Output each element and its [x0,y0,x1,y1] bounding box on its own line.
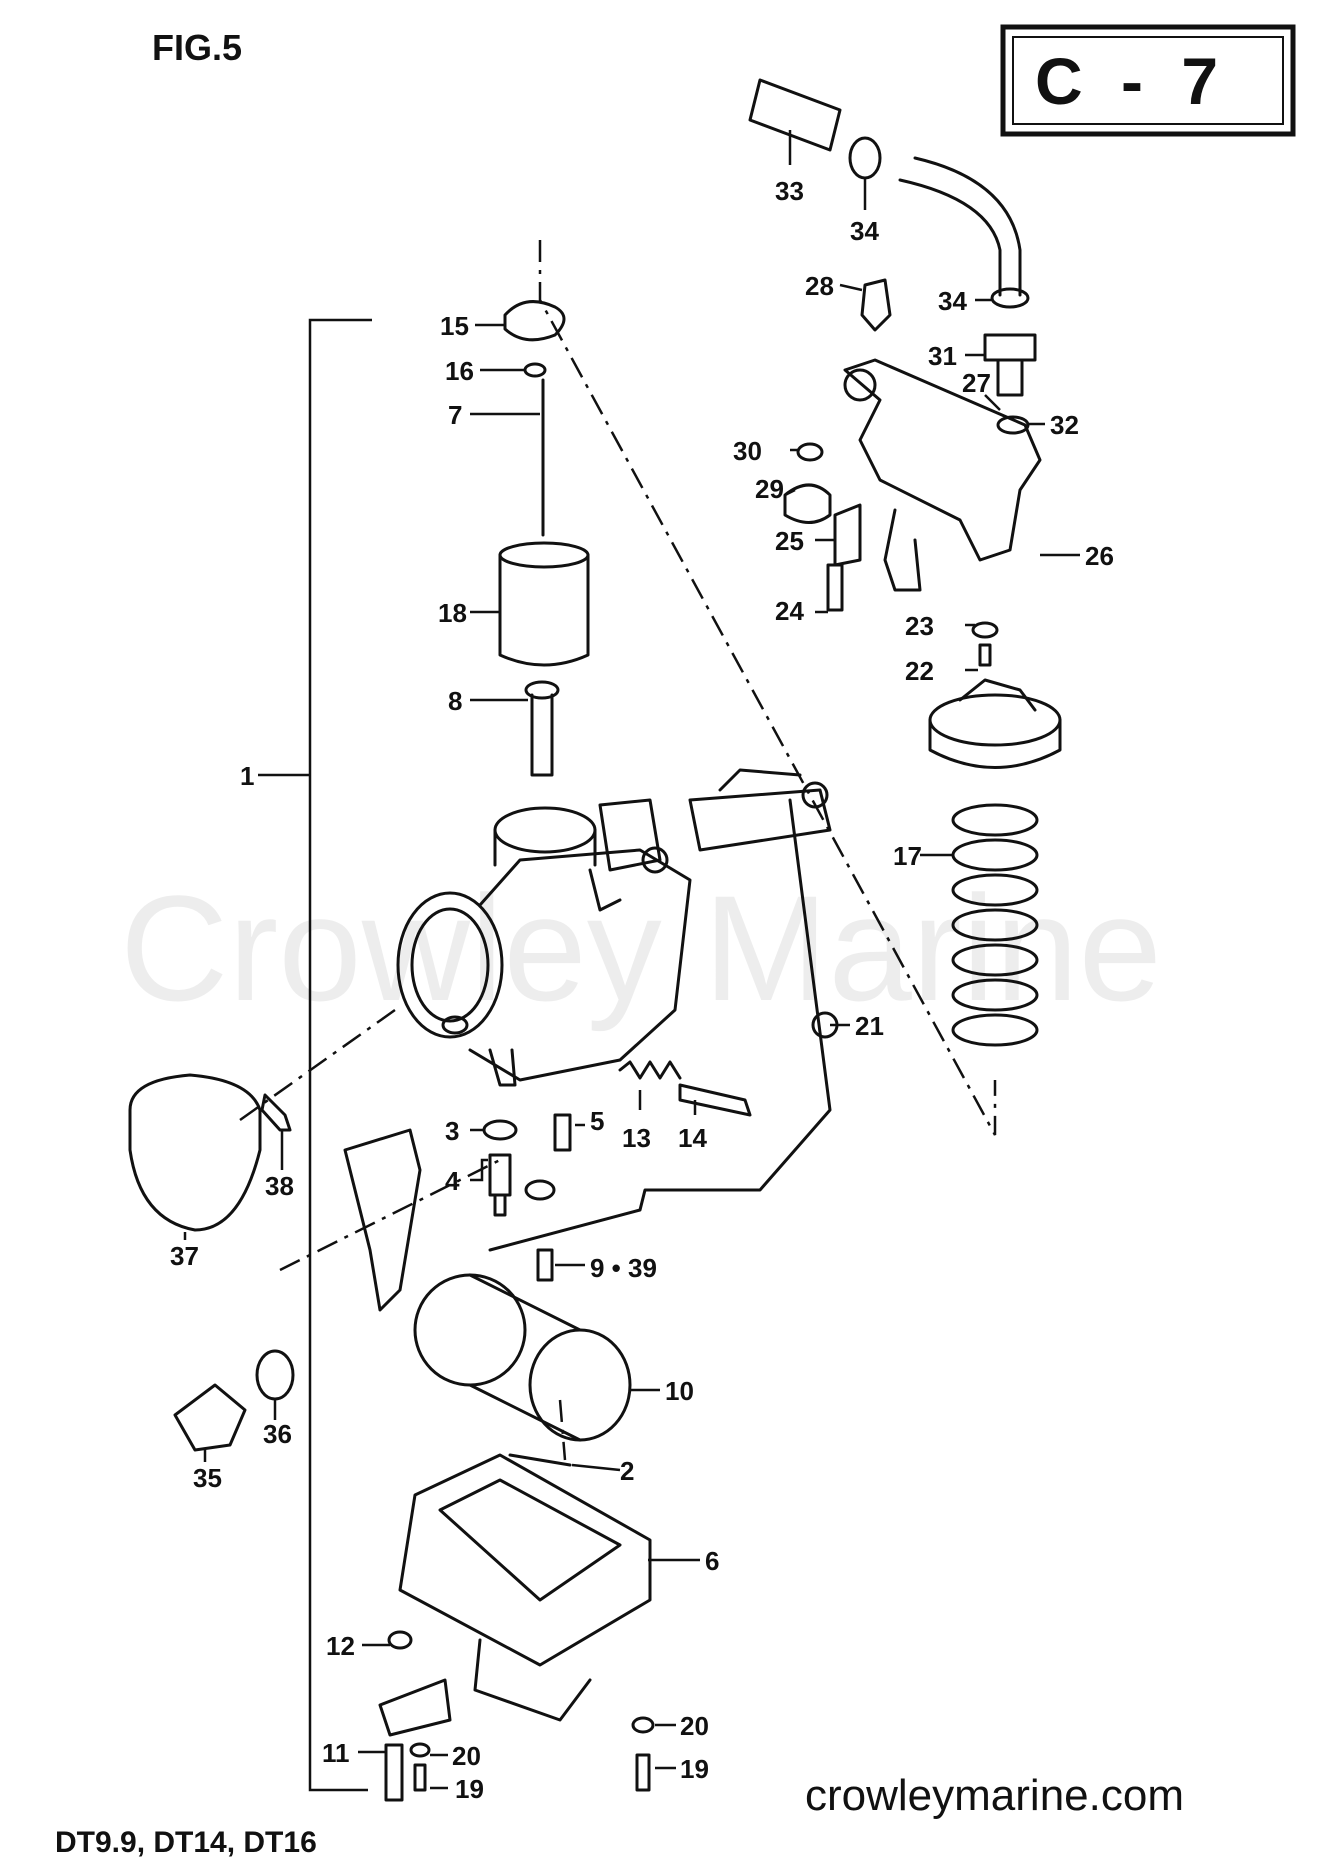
mixing-chamber-top-part [928,678,1062,769]
callout-3: 3 [445,1116,459,1146]
callout-20-right: 20 [680,1711,709,1741]
parts-artwork [128,78,1062,1802]
watermark-text: Crowley Marine [120,864,1162,1032]
bolt-part [983,333,1037,397]
callout-15: 15 [440,311,469,341]
float-pin-screw-part [536,1248,554,1282]
callout-23: 23 [905,611,934,641]
model-list: DT9.9, DT14, DT16 [55,1826,317,1859]
idle-spring-part [618,1060,682,1080]
callout-11: 11 [322,1738,350,1768]
callout-2: 2 [620,1456,634,1486]
washer-part-b [631,1716,655,1734]
callout-36: 36 [263,1419,292,1449]
callout-13: 13 [622,1123,651,1153]
float-part [413,1273,632,1442]
callout-7: 7 [448,400,462,430]
callout-32: 32 [1050,410,1079,440]
hose-part [898,156,1022,297]
callout-21: 21 [855,1011,884,1041]
callout-10: 10 [665,1376,694,1406]
callout-27: 27 [962,368,991,398]
screw-part-b [635,1753,651,1792]
callout-26: 26 [1085,541,1114,571]
callout-18: 18 [438,598,467,628]
cap-part [173,1383,247,1452]
assembly-bracket [258,318,372,1792]
callout-17: 17 [893,841,922,871]
ring-part-23 [971,621,999,639]
callout-29: 29 [755,474,784,504]
callout-19-left: 19 [455,1774,484,1804]
section-code-box: C - 7 [1000,24,1296,137]
screw-part-24 [826,563,844,612]
float-needle-part [508,1453,572,1467]
callout-25: 25 [775,526,804,556]
ring-part [523,362,547,378]
section-code: C - 7 [1035,44,1228,118]
cap-part-29 [783,483,832,524]
pilot-jet-part [553,1113,572,1152]
callout-34-hose: 34 [938,286,967,316]
carburetor-body-part [396,798,692,1087]
drain-bracket-part [378,1678,452,1737]
leader-lines [183,130,1080,1790]
callout-9-39: 9 • 39 [590,1253,657,1283]
drain-plug-part [384,1743,404,1802]
nut-part [387,1630,413,1650]
ring-part-34a [848,136,882,180]
callout-20-left: 20 [452,1741,481,1771]
jet-part [488,1153,512,1217]
screw-part-38 [260,1093,292,1132]
washer-part-a [409,1742,431,1758]
grommet-part [255,1349,295,1401]
callout-38: 38 [265,1171,294,1201]
callout-22: 22 [905,656,934,686]
grip-part [748,78,842,152]
callout-14: 14 [678,1123,707,1153]
website-text: crowleymarine.com [805,1771,1184,1820]
screw-part-28 [860,278,892,332]
throttle-valve-part [498,541,590,667]
ring-part-34b [990,287,1030,309]
callout-6: 6 [705,1546,719,1576]
callout-5: 5 [590,1106,604,1136]
callout-4: 4 [445,1166,460,1196]
screw-part-a [413,1763,427,1792]
callout-24: 24 [775,596,804,626]
callout-8: 8 [448,686,462,716]
callout-19-right: 19 [680,1754,709,1784]
callout-34-top: 34 [850,216,879,246]
callout-12: 12 [326,1631,355,1661]
callout-28: 28 [805,271,834,301]
spring-part-25 [833,503,862,567]
callout-labels: 1 2 3 4 5 6 7 8 9 • 39 10 11 12 13 14 15… [170,176,1114,1804]
silencer-part [128,1073,262,1232]
callout-16: 16 [445,356,474,386]
callout-33: 33 [775,176,804,206]
washer-part [482,1119,518,1141]
callout-30: 30 [733,436,762,466]
bracket-part [343,1128,422,1312]
o-ring-part [524,1179,556,1201]
lever-part [843,358,1042,592]
callout-31: 31 [928,341,957,371]
washer-part-30 [796,442,824,462]
pin-part-22 [978,643,992,667]
callout-37: 37 [170,1241,199,1271]
callout-1: 1 [240,761,254,791]
clip-part [503,300,566,342]
float-chamber-part [398,1453,652,1722]
callout-35: 35 [193,1463,222,1493]
figure-number: FIG.5 [152,27,242,68]
idle-screw-part [678,1083,752,1117]
main-jet-part [524,680,560,777]
throttle-link-part [488,768,839,1252]
